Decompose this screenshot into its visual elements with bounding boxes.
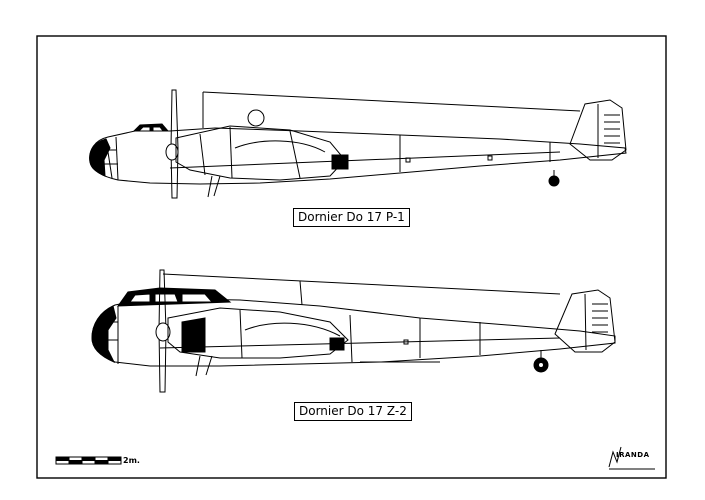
aircraft-label-z2: Dornier Do 17 Z-2 bbox=[294, 402, 412, 421]
p1-engine-nacelle bbox=[175, 125, 346, 181]
z2-engine-nacelle bbox=[167, 307, 349, 359]
publisher-logo-mark bbox=[608, 446, 655, 470]
z2-tail-fin bbox=[554, 289, 616, 353]
p1-cockpit-canopy bbox=[132, 123, 170, 132]
drawing-frame bbox=[36, 35, 667, 479]
publisher-logo-text: IRANDA bbox=[616, 451, 650, 459]
p1-nose-glazing bbox=[89, 138, 111, 177]
aircraft-z2-drawing bbox=[91, 269, 616, 393]
z2-nose-glazing bbox=[91, 305, 117, 363]
aircraft-p1-drawing bbox=[89, 89, 627, 199]
aircraft-label-p1: Dornier Do 17 P-1 bbox=[293, 208, 410, 227]
p1-tail-fin bbox=[569, 99, 627, 161]
scale-bar-label: 2m. bbox=[123, 456, 140, 465]
scale-bar bbox=[55, 456, 122, 465]
